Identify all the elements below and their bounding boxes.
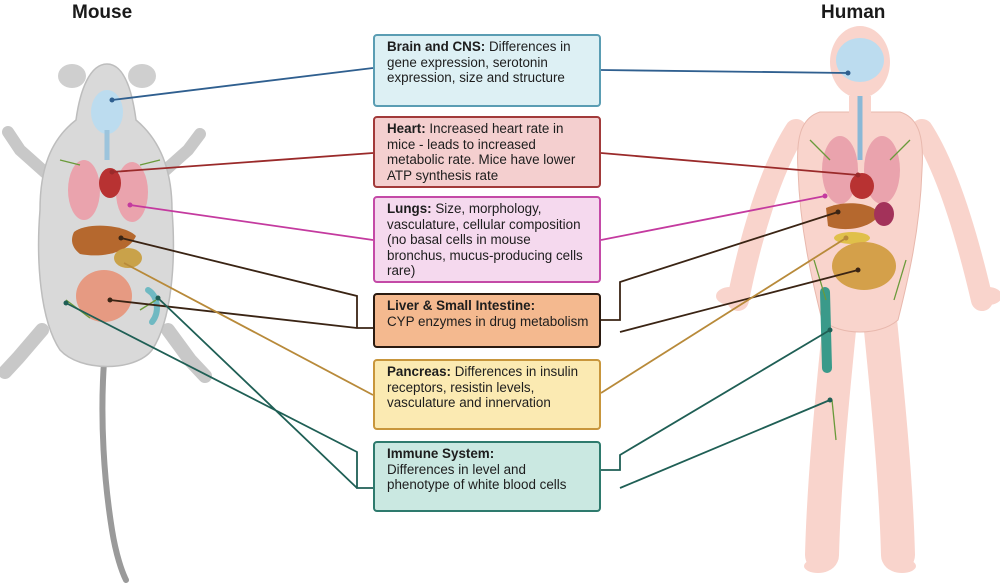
- human-hand-left: [716, 287, 744, 305]
- brain-dot-human: [845, 70, 851, 76]
- pancreas-dot-human: [843, 235, 849, 241]
- human-lung-left: [822, 136, 858, 204]
- heart-connector-mouse: [111, 152, 374, 173]
- mouse-heart: [99, 168, 121, 198]
- pancreas-text: Differences in insulin receptors, resist…: [387, 364, 579, 410]
- mouse-arm-right: [154, 128, 206, 181]
- human-stomach: [874, 202, 894, 226]
- immune-dot-mouse-2: [155, 295, 161, 301]
- immune-dot-mouse-1: [63, 300, 69, 306]
- liver-dot-mouse-2: [107, 297, 113, 303]
- immune-system-title: Immune System:: [387, 446, 495, 461]
- human-bone-marrow: [820, 287, 832, 373]
- lungs-text: Size, morphology, vasculature, cellular …: [387, 201, 583, 278]
- human-foot-left: [804, 559, 832, 573]
- connector-lines: [63, 67, 861, 489]
- lungs-connector-mouse: [129, 204, 374, 241]
- immune-system-box: Immune System:Differences in level and p…: [373, 441, 601, 512]
- mouse-lung-left: [68, 160, 100, 220]
- human-intestine: [832, 242, 896, 290]
- brain-dot-mouse: [109, 97, 115, 103]
- mouse-intestine: [76, 270, 132, 322]
- human-hand-right: [974, 287, 1000, 305]
- liver-intestine-title: Liver & Small Intestine:: [387, 298, 536, 313]
- lungs-dot-mouse: [127, 202, 133, 208]
- brain-connector-human: [600, 69, 849, 74]
- heart-dot-mouse: [109, 169, 115, 175]
- mouse-ear-right: [128, 64, 156, 88]
- brain-connector-mouse: [111, 67, 374, 101]
- lungs-connector-human: [600, 195, 826, 241]
- human-brain: [836, 38, 884, 82]
- mouse-tail: [99, 359, 129, 583]
- pancreas-connector-mouse: [123, 262, 374, 396]
- heart-dot-human: [855, 172, 861, 178]
- pancreas-connector-human: [600, 237, 847, 394]
- heart-text: Increased heart rate in mice - leads to …: [387, 121, 576, 183]
- liver-connector-human: [601, 211, 859, 333]
- human-heart: [850, 173, 874, 199]
- human-foot-right: [888, 559, 916, 573]
- immune-dot-human-2: [827, 397, 833, 403]
- immune-connector-mouse: [65, 297, 373, 489]
- brain-cns-title: Brain and CNS:: [387, 39, 486, 54]
- brain-cns-box: Brain and CNS: Differences in gene expre…: [373, 34, 601, 107]
- liver-dot-human-2: [855, 267, 861, 273]
- mouse-body: [37, 63, 175, 368]
- liver-intestine-box: Liver & Small Intestine:CYP enzymes in d…: [373, 293, 601, 348]
- mouse-liver: [72, 225, 136, 256]
- mouse-brain: [91, 90, 123, 134]
- human-illustration: [716, 26, 1000, 573]
- lungs-dot-human: [822, 193, 828, 199]
- liver-intestine-text: CYP enzymes in drug metabolism: [387, 313, 589, 329]
- mouse-lymph: [59, 159, 161, 319]
- human-leg-left: [805, 303, 857, 572]
- mouse-label: Mouse: [72, 2, 133, 23]
- mouse-ear-left: [58, 64, 86, 88]
- human-label: Human: [821, 2, 886, 23]
- human-arm-left: [727, 119, 807, 311]
- immune-dot-human-1: [827, 327, 833, 333]
- human-arm-right: [911, 119, 993, 311]
- lungs-box: Lungs: Size, morphology, vasculature, ce…: [373, 196, 601, 283]
- liver-connector-mouse: [109, 237, 373, 329]
- human-liver: [826, 203, 880, 230]
- mouse-leg-left: [0, 323, 49, 379]
- brain-cns-text: Differences in gene expression, serotoni…: [387, 39, 571, 85]
- pancreas-title: Pancreas:: [387, 364, 452, 379]
- pancreas-box: Pancreas: Differences in insulin recepto…: [373, 359, 601, 430]
- lungs-title: Lungs:: [387, 201, 432, 216]
- mouse-illustration: [0, 63, 212, 583]
- human-pancreas: [834, 232, 870, 244]
- human-leg-right: [863, 303, 915, 572]
- heart-box: Heart: Increased heart rate in mice - le…: [373, 116, 601, 188]
- mouse-stomach: [114, 248, 142, 268]
- mouse-arm-left: [2, 126, 54, 181]
- liver-dot-human-1: [835, 209, 841, 215]
- heart-title: Heart:: [387, 121, 426, 136]
- heart-connector-human: [600, 152, 859, 176]
- immune-connector-human: [601, 329, 831, 489]
- liver-dot-mouse-1: [118, 235, 124, 241]
- immune-system-text: Differences in level and phenotype of wh…: [387, 461, 567, 493]
